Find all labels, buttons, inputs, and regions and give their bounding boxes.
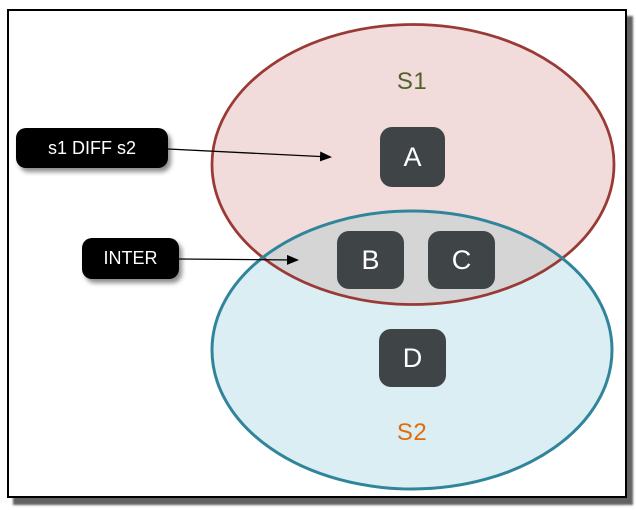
callout-diff-arrow	[167, 148, 332, 162]
set2-ellipse-border	[210, 209, 614, 491]
node-c: C	[428, 231, 495, 289]
set1-label: S1	[396, 68, 428, 95]
callout-inter-label: INTER	[82, 238, 179, 279]
set1-ellipse-border	[210, 23, 616, 306]
node-b: B	[337, 231, 404, 289]
node-d: D	[379, 329, 446, 387]
node-a: A	[380, 127, 445, 187]
callout-inter-arrow	[178, 254, 299, 265]
callout-diff-label: s1 DIFF s2	[16, 128, 168, 168]
set2-label: S2	[396, 419, 428, 446]
intersection-region	[212, 211, 612, 305]
